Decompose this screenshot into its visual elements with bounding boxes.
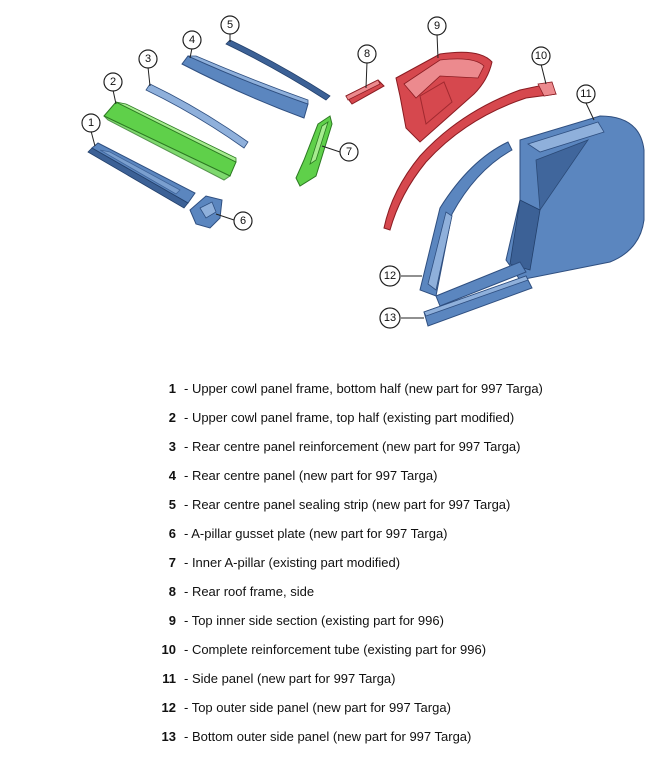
leader-lines [90, 33, 595, 319]
legend-number: 7 [168, 555, 176, 570]
legend-description: - Rear centre panel (new part for 997 Ta… [184, 468, 438, 483]
part-12-top-outer-side-panel [419, 141, 527, 307]
part-2-upper-cowl-top [103, 101, 237, 181]
callout-10: 10 [531, 46, 551, 66]
legend-item-2: 2 - Upper cowl panel frame, top half (exi… [150, 403, 630, 432]
callout-8: 8 [357, 44, 377, 64]
callout-7: 7 [339, 142, 359, 162]
legend-number: 11 [162, 671, 176, 686]
legend-number: 5 [168, 497, 176, 512]
legend-number: 1 [168, 381, 176, 396]
legend-item-9: 9 - Top inner side section (existing part… [150, 606, 630, 635]
svg-text:12: 12 [384, 270, 396, 282]
legend-description: - Rear roof frame, side [184, 584, 315, 599]
legend-item-4: 4 - Rear centre panel (new part for 997 T… [150, 461, 630, 490]
legend-description: - Complete reinforcement tube (existing … [184, 642, 487, 657]
svg-text:7: 7 [346, 146, 352, 158]
legend-item-12: 12 - Top outer side panel (new part for 9… [150, 693, 630, 722]
legend-number: 10 [161, 642, 176, 657]
legend-description: - Rear centre panel sealing strip (new p… [184, 497, 511, 512]
legend-item-13: 13 - Bottom outer side panel (new part fo… [150, 722, 630, 751]
legend-description: - Inner A-pillar (existing part modified… [184, 555, 401, 570]
legend-number: 13 [161, 729, 176, 744]
part-4-rear-centre-panel [181, 55, 309, 119]
callout-2: 2 [103, 72, 123, 92]
svg-text:11: 11 [580, 88, 591, 100]
part-3-rear-centre-reinforcement [145, 83, 249, 149]
legend-number: 2 [168, 410, 176, 425]
legend-description: - Rear centre panel reinforcement (new p… [184, 439, 521, 454]
svg-text:9: 9 [434, 20, 440, 32]
part-13-bottom-outer-side-panel [423, 275, 533, 327]
callout-5: 5 [220, 15, 240, 35]
callout-13: 13 [379, 307, 401, 329]
part-9-top-inner-side-section [395, 51, 493, 143]
part-7-inner-a-pillar [295, 115, 333, 187]
svg-text:6: 6 [240, 215, 246, 227]
part-8-rear-roof-frame-side [345, 79, 385, 105]
callout-12: 12 [379, 265, 401, 287]
part-10-reinforcement-tube [383, 81, 557, 231]
legend-number: 4 [168, 468, 176, 483]
legend-number: 9 [168, 613, 176, 628]
legend-item-11: 11 - Side panel (new part for 997 Targa) [150, 664, 630, 693]
legend-description: - A-pillar gusset plate (new part for 99… [184, 526, 448, 541]
svg-text:4: 4 [189, 34, 195, 46]
legend-number: 6 [168, 526, 176, 541]
svg-text:10: 10 [535, 50, 547, 62]
callout-11: 11 [576, 84, 596, 104]
legend-item-10: 10 - Complete reinforcement tube (existin… [150, 635, 630, 664]
legend-item-3: 3 - Rear centre panel reinforcement (new … [150, 432, 630, 461]
part-11-side-panel [505, 115, 645, 281]
svg-text:3: 3 [145, 53, 151, 65]
legend-item-8: 8 - Rear roof frame, side [150, 577, 630, 606]
callout-3: 3 [138, 49, 158, 69]
svg-text:5: 5 [227, 19, 233, 31]
legend-description: - Upper cowl panel frame, bottom half (n… [184, 381, 543, 396]
parts-legend: 1 - Upper cowl panel frame, bottom half (… [150, 374, 630, 751]
legend-item-7: 7 - Inner A-pillar (existing part modifie… [150, 548, 630, 577]
callout-4: 4 [182, 30, 202, 50]
svg-text:13: 13 [384, 312, 396, 324]
legend-number: 3 [168, 439, 176, 454]
part-1-upper-cowl-bottom [87, 142, 196, 209]
legend-description: - Bottom outer side panel (new part for … [184, 729, 472, 744]
svg-text:2: 2 [110, 76, 116, 88]
legend-item-5: 5 - Rear centre panel sealing strip (new … [150, 490, 630, 519]
svg-text:1: 1 [88, 117, 94, 129]
legend-number: 8 [168, 584, 176, 599]
legend-item-6: 6 - A-pillar gusset plate (new part for 9… [150, 519, 630, 548]
legend-description: - Top outer side panel (new part for 997… [184, 700, 451, 715]
callout-1: 1 [81, 113, 101, 133]
legend-description: - Side panel (new part for 997 Targa) [184, 671, 396, 686]
part-5-sealing-strip [225, 39, 331, 101]
legend-description: - Top inner side section (existing part … [184, 613, 444, 628]
callout-9: 9 [427, 16, 447, 36]
part-6-gusset-plate [189, 195, 223, 229]
legend-item-1: 1 - Upper cowl panel frame, bottom half (… [150, 374, 630, 403]
legend-description: - Upper cowl panel frame, top half (exis… [184, 410, 515, 425]
callout-6: 6 [233, 211, 253, 231]
svg-text:8: 8 [364, 48, 370, 60]
exploded-parts-diagram: 1 2 3 4 5 6 7 8 9 10 11 12 [81, 15, 645, 329]
legend-number: 12 [161, 700, 176, 715]
